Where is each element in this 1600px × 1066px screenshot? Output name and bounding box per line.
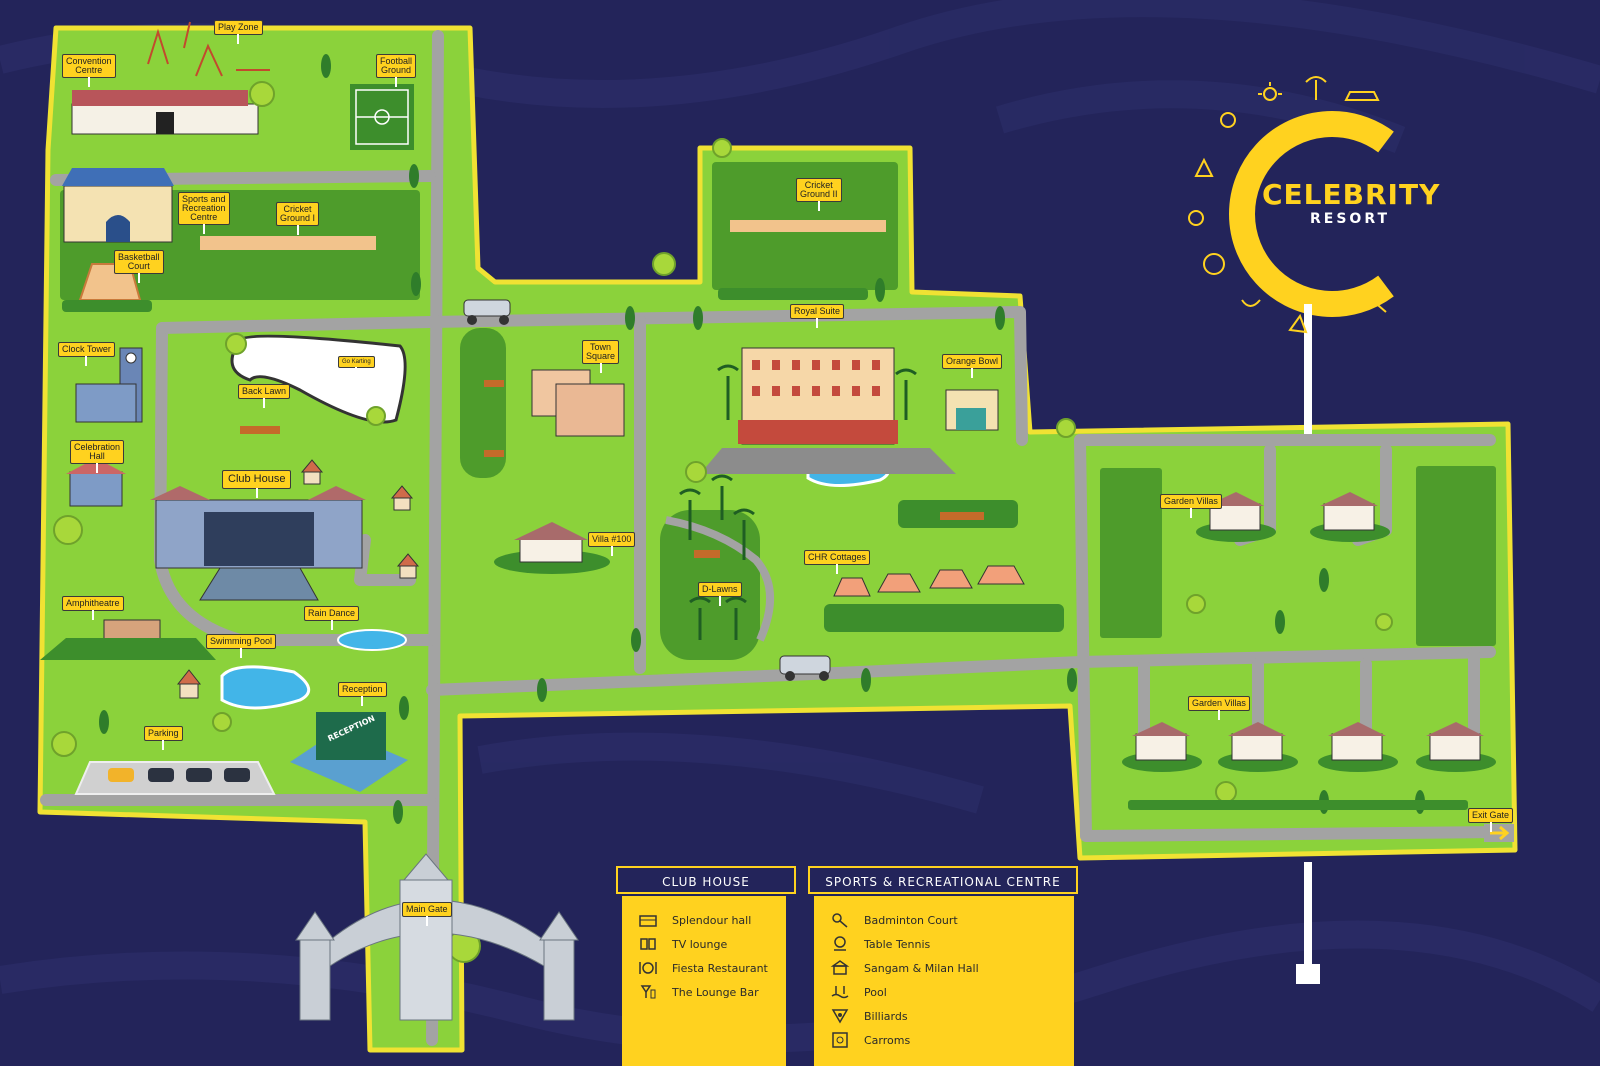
golf-cart-icon xyxy=(779,655,831,681)
label-cricket-ground-1[interactable]: Cricket Ground I xyxy=(276,202,320,235)
hall-icon xyxy=(638,912,658,928)
amphitheatre-building xyxy=(40,619,216,660)
garden-path xyxy=(665,516,774,642)
legend-label: Billiards xyxy=(864,1009,908,1023)
label-d-lawns[interactable]: D-Lawns xyxy=(698,582,742,606)
label-town-square[interactable]: Town Square xyxy=(582,340,620,373)
legend-item: The Lounge Bar xyxy=(638,982,759,1002)
gazebos xyxy=(176,459,420,699)
legend-club-house-title: CLUB HOUSE xyxy=(616,866,796,894)
convention-centre-building xyxy=(71,90,259,135)
legend-item: Billiards xyxy=(830,1006,908,1026)
golf-cart-icon xyxy=(463,299,511,325)
label-main-gate[interactable]: Main Gate xyxy=(402,902,452,926)
label-rain-dance[interactable]: Rain Dance xyxy=(304,606,360,630)
parking-lot xyxy=(74,761,276,795)
club-house-building xyxy=(150,486,366,601)
sports-recreation-building xyxy=(62,168,174,243)
celebrity-logo xyxy=(1229,111,1394,984)
tv-lounge-icon xyxy=(638,936,658,952)
royal-suite-building xyxy=(738,347,898,445)
label-reception[interactable]: Reception xyxy=(338,682,387,706)
brand-title: CELEBRITY xyxy=(1262,178,1441,211)
billiards-icon xyxy=(830,1008,850,1024)
legend-label: Carroms xyxy=(864,1033,911,1047)
legend-label: TV lounge xyxy=(672,937,728,951)
reception-building xyxy=(290,712,408,792)
hall-building-icon xyxy=(830,960,850,976)
label-convention-centre[interactable]: Convention Centre xyxy=(62,54,116,87)
restaurant-icon xyxy=(638,960,658,976)
legend-item: Sangam & Milan Hall xyxy=(830,958,979,978)
label-football-ground[interactable]: Football Ground xyxy=(376,54,417,87)
brand-subtitle: RESORT xyxy=(1310,211,1391,227)
label-sports-recreation-centre[interactable]: Sports and Recreation Centre xyxy=(178,192,230,234)
legend-item: Fiesta Restaurant xyxy=(638,958,768,978)
legend-club-house-panel: Splendour hall TV lounge Fiesta Restaura… xyxy=(622,896,786,1066)
benches xyxy=(240,380,984,558)
palm-trees xyxy=(679,364,917,640)
legend-sports-title: SPORTS & RECREATIONAL CENTRE xyxy=(808,866,1078,894)
legend-item: Splendour hall xyxy=(638,910,751,930)
label-amphitheatre[interactable]: Amphitheatre xyxy=(62,596,124,620)
label-royal-suite[interactable]: Royal Suite xyxy=(790,304,845,328)
trees xyxy=(99,54,1425,824)
pool-icon xyxy=(830,984,850,1000)
legend-label: Badminton Court xyxy=(864,913,958,927)
legend-label: Splendour hall xyxy=(672,913,752,927)
legend-item: Carroms xyxy=(830,1030,910,1050)
cricket-pitch-2 xyxy=(730,220,886,232)
legend-label: Fiesta Restaurant xyxy=(672,961,768,975)
label-clock-tower[interactable]: Clock Tower xyxy=(58,342,115,366)
town-square-building xyxy=(531,369,625,437)
chr-cottages xyxy=(833,565,1025,597)
label-back-lawn[interactable]: Back Lawn xyxy=(238,384,291,408)
label-parking[interactable]: Parking xyxy=(144,726,183,750)
villa-100-building xyxy=(494,522,610,574)
cricket-pitch-1 xyxy=(200,236,376,250)
legend-item: TV lounge xyxy=(638,934,727,954)
table-tennis-icon xyxy=(830,936,850,952)
label-club-house[interactable]: Club House xyxy=(222,470,292,498)
label-orange-bowl[interactable]: Orange Bowl xyxy=(942,354,1003,378)
legend-sports-panel: Badminton Court Table Tennis Sangam & Mi… xyxy=(814,896,1074,1066)
label-celebration-hall[interactable]: Celebration Hall xyxy=(70,440,125,473)
label-swimming-pool[interactable]: Swimming Pool xyxy=(206,634,277,658)
label-go-karting[interactable]: Go Karting xyxy=(338,356,375,377)
label-cricket-ground-2[interactable]: Cricket Ground II xyxy=(796,178,842,211)
label-garden-villas-2[interactable]: Garden Villas xyxy=(1188,696,1250,720)
orange-bowl-building xyxy=(945,389,999,431)
swimming-pool xyxy=(220,665,311,710)
legend-item: Pool xyxy=(830,982,887,1002)
legend-label: The Lounge Bar xyxy=(672,985,759,999)
royal-suite-plaza xyxy=(700,448,956,474)
legend-item: Badminton Court xyxy=(830,910,958,930)
rain-dance-pool xyxy=(337,629,407,651)
legend-label: Table Tennis xyxy=(864,937,931,951)
football-ground xyxy=(350,84,414,150)
legend-label: Sangam & Milan Hall xyxy=(864,961,979,975)
legend-item: Table Tennis xyxy=(830,934,930,954)
celebration-hall-building xyxy=(66,458,126,507)
label-villa-100[interactable]: Villa #100 xyxy=(588,532,636,556)
legend-label: Pool xyxy=(864,985,887,999)
label-exit-gate[interactable]: Exit Gate xyxy=(1468,808,1514,832)
exit-arrow-icon xyxy=(1484,824,1514,842)
main-gate xyxy=(295,853,579,1021)
label-chr-cottages[interactable]: CHR Cottages xyxy=(804,550,871,574)
carrom-icon xyxy=(830,1032,850,1048)
label-play-zone[interactable]: Play Zone xyxy=(214,20,263,44)
label-garden-villas-1[interactable]: Garden Villas xyxy=(1160,494,1222,518)
label-basketball-court[interactable]: Basketball Court xyxy=(114,250,164,283)
play-equipment xyxy=(147,21,270,77)
bar-icon xyxy=(638,984,658,1000)
garden-villas-cluster xyxy=(1122,492,1496,772)
badminton-icon xyxy=(830,912,850,928)
clock-tower-building xyxy=(75,347,143,423)
logo-decoration-icons xyxy=(1188,76,1387,334)
hedges xyxy=(62,288,1468,810)
